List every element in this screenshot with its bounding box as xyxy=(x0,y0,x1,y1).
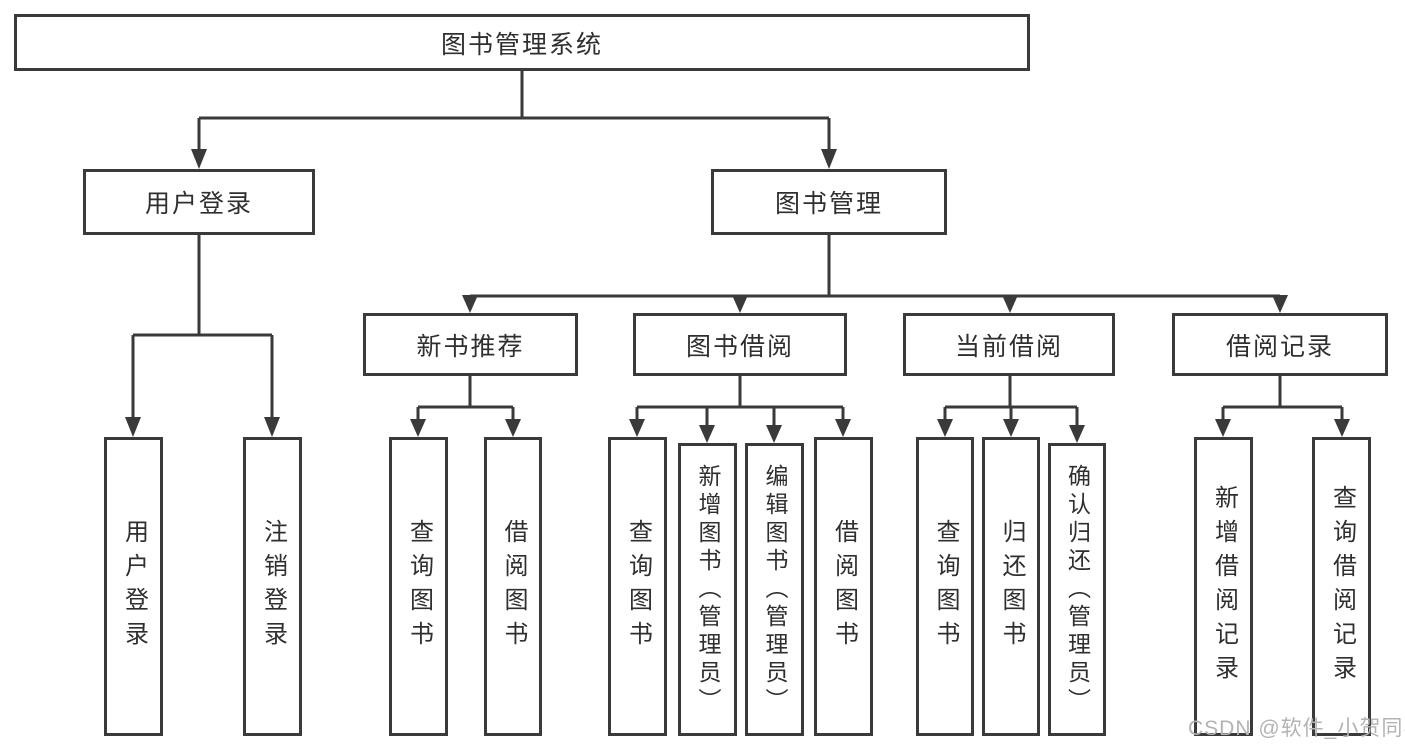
node-bb-query-books: 查询图书 xyxy=(608,437,667,736)
node-logout: 注销登录 xyxy=(243,437,302,736)
node-bb-add-books-admin: 新增图书（管理员） xyxy=(678,443,737,736)
node-br-query-record: 查询借阅记录 xyxy=(1312,437,1371,736)
node-cb-return-books: 归还图书 xyxy=(982,437,1040,736)
node-new-book-recommend: 新书推荐 xyxy=(363,313,578,376)
node-login: 用户登录 xyxy=(104,437,163,736)
node-borrowing-records: 借阅记录 xyxy=(1172,313,1388,376)
node-br-add-record: 新增借阅记录 xyxy=(1194,437,1253,736)
node-bb-borrow-books: 借阅图书 xyxy=(814,437,873,736)
arrowhead-icons xyxy=(125,149,1350,443)
node-nb-borrow-books: 借阅图书 xyxy=(484,437,542,736)
node-bb-edit-books-admin: 编辑图书（管理员） xyxy=(745,443,804,736)
node-book-borrowing: 图书借阅 xyxy=(633,313,847,376)
connector-lines xyxy=(131,70,1344,425)
node-cb-query-books: 查询图书 xyxy=(916,437,974,736)
node-book-management: 图书管理 xyxy=(711,169,947,235)
node-current-borrowing: 当前借阅 xyxy=(903,313,1115,376)
csdn-watermark: CSDN @软件_小贺同学 xyxy=(1188,717,1405,740)
node-cb-confirm-return-admin: 确认归还（管理员） xyxy=(1048,443,1106,736)
node-user-login: 用户登录 xyxy=(83,169,315,235)
node-nb-query-books: 查询图书 xyxy=(389,437,448,736)
node-root-library-management-system: 图书管理系统 xyxy=(14,14,1030,71)
